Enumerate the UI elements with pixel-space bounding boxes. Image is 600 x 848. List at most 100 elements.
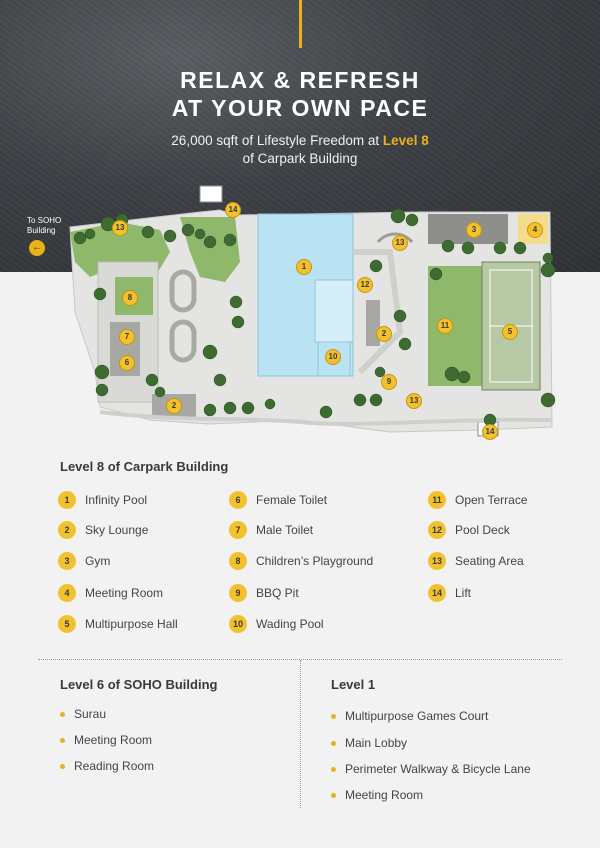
bullet-dot (60, 763, 65, 769)
legend-item: 1 Infinity Pool (58, 491, 147, 509)
map-marker-13-south[interactable]: 13 (406, 393, 422, 409)
subtitle-line-2: of Carpark Building (242, 151, 358, 166)
map-marker-13-west[interactable]: 13 (112, 220, 128, 236)
legend-label: Female Toilet (256, 493, 328, 507)
level6-list-item: Meeting Room (60, 733, 152, 747)
subtitle-text: 26,000 sqft of Lifestyle Freedom at (171, 133, 383, 148)
bullet-dot (331, 766, 336, 772)
legend-badge: 9 (229, 584, 247, 602)
page-subtitle: 26,000 sqft of Lifestyle Freedom at Leve… (0, 132, 600, 168)
map-marker-14-south[interactable]: 14 (482, 424, 498, 440)
level1-title: Level 1 (331, 677, 376, 692)
title-line-2: AT YOUR OWN PACE (171, 95, 429, 121)
legend-item: 9 BBQ Pit (229, 584, 299, 602)
level1-list-item: Main Lobby (331, 736, 407, 750)
legend-label: Seating Area (455, 554, 524, 568)
map-marker-14-north[interactable]: 14 (225, 202, 241, 218)
bullet-dot (60, 737, 65, 743)
soho-link-label[interactable]: To SOHO Building (27, 216, 61, 236)
legend-item: 4 Meeting Room (58, 584, 163, 602)
map-marker-2-south[interactable]: 2 (166, 398, 182, 414)
legend-badge: 7 (229, 521, 247, 539)
legend-badge: 1 (58, 491, 76, 509)
legend-badge: 13 (428, 552, 446, 570)
legend-label: Wading Pool (256, 617, 324, 631)
legend-item: 14 Lift (428, 584, 471, 602)
map-marker-6[interactable]: 6 (119, 355, 135, 371)
bullet-label: Reading Room (74, 759, 155, 773)
bullet-label: Main Lobby (345, 736, 408, 750)
bullet-dot (331, 740, 336, 746)
map-marker-10[interactable]: 10 (325, 349, 341, 365)
site-plan-map: 1 2 2 3 4 5 6 7 8 9 10 11 12 13 13 13 14… (60, 182, 560, 449)
map-marker-11[interactable]: 11 (437, 318, 453, 334)
title-line-1: RELAX & REFRESH (180, 67, 420, 93)
legend-label: BBQ Pit (256, 586, 299, 600)
legend-label: Meeting Room (85, 586, 164, 600)
legend-item: 7 Male Toilet (229, 521, 313, 539)
subtitle-highlight: Level 8 (382, 133, 429, 148)
legend-badge: 4 (58, 584, 76, 602)
soho-link-line-1: To SOHO (27, 216, 62, 225)
map-marker-8[interactable]: 8 (122, 290, 138, 306)
map-marker-9[interactable]: 9 (381, 374, 397, 390)
soho-link-line-2: Building (27, 226, 56, 235)
map-marker-2-east[interactable]: 2 (376, 326, 392, 342)
map-marker-12[interactable]: 12 (357, 277, 373, 293)
legend-label: Open Terrace (455, 493, 528, 507)
bullet-dot (331, 792, 336, 798)
bullet-dot (60, 711, 65, 717)
section-divider (38, 659, 562, 660)
legend-item: 2 Sky Lounge (58, 521, 148, 539)
legend-badge: 2 (58, 521, 76, 539)
column-divider (300, 660, 301, 808)
legend-label: Infinity Pool (85, 493, 148, 507)
level1-list-item: Multipurpose Games Court (331, 709, 488, 723)
legend-item: 5 Multipurpose Hall (58, 615, 178, 633)
map-marker-1[interactable]: 1 (296, 259, 312, 275)
arrow-left-icon[interactable]: ← (29, 240, 45, 256)
legend-item: 13 Seating Area (428, 552, 524, 570)
legend-item: 8 Children’s Playground (229, 552, 373, 570)
map-marker-4[interactable]: 4 (527, 222, 543, 238)
legend-badge: 6 (229, 491, 247, 509)
legend-badge: 8 (229, 552, 247, 570)
legend-item: 6 Female Toilet (229, 491, 327, 509)
bullet-label: Meeting Room (345, 788, 424, 802)
legend-item: 10 Wading Pool (229, 615, 324, 633)
bullet-dot (331, 713, 336, 719)
bullet-label: Surau (74, 707, 107, 721)
legend-item: 11 Open Terrace (428, 491, 528, 509)
legend-badge: 5 (58, 615, 76, 633)
legend-label: Male Toilet (256, 523, 314, 537)
level6-list-item: Surau (60, 707, 106, 721)
level1-list-item: Perimeter Walkway & Bicycle Lane (331, 762, 531, 776)
bullet-label: Meeting Room (74, 733, 153, 747)
level8-title: Level 8 of Carpark Building (60, 459, 229, 474)
legend-label: Sky Lounge (85, 523, 149, 537)
map-marker-5[interactable]: 5 (502, 324, 518, 340)
level6-title: Level 6 of SOHO Building (60, 677, 218, 692)
legend-item: 3 Gym (58, 552, 110, 570)
legend-badge: 12 (428, 521, 446, 539)
accent-line (299, 0, 302, 48)
level6-list-item: Reading Room (60, 759, 154, 773)
legend-label: Lift (455, 586, 472, 600)
legend-badge: 3 (58, 552, 76, 570)
legend-label: Children’s Playground (256, 554, 374, 568)
legend-badge: 14 (428, 584, 446, 602)
page-title: RELAX & REFRESH AT YOUR OWN PACE (0, 66, 600, 122)
legend-badge: 10 (229, 615, 247, 633)
legend-label: Pool Deck (455, 523, 510, 537)
legend-label: Gym (85, 554, 111, 568)
map-marker-13-north[interactable]: 13 (392, 235, 408, 251)
bullet-label: Multipurpose Games Court (345, 709, 489, 723)
map-marker-7[interactable]: 7 (119, 329, 135, 345)
site-plan-drawing (69, 185, 556, 437)
legend-badge: 11 (428, 491, 446, 509)
map-marker-3[interactable]: 3 (466, 222, 482, 238)
bullet-label: Perimeter Walkway & Bicycle Lane (345, 762, 531, 776)
legend-item: 12 Pool Deck (428, 521, 510, 539)
legend-label: Multipurpose Hall (85, 617, 178, 631)
subtitle-line-1: 26,000 sqft of Lifestyle Freedom at Leve… (0, 132, 600, 150)
